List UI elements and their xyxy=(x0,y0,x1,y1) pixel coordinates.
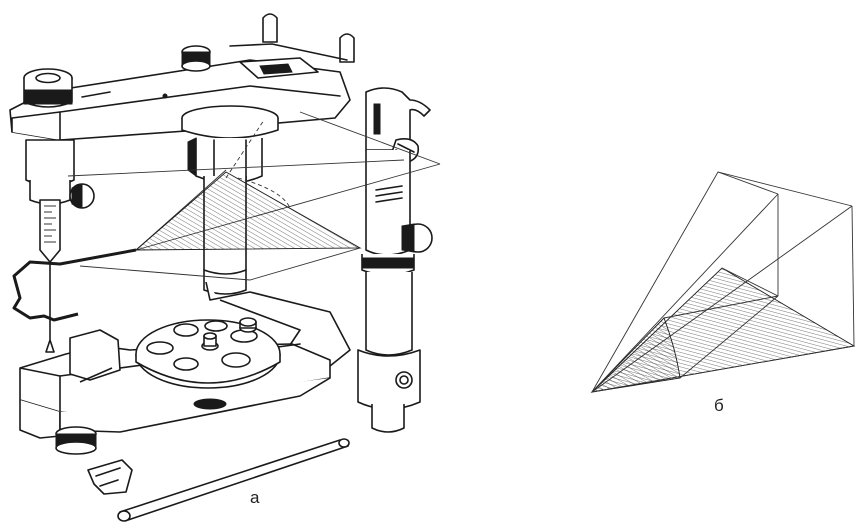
incisal-wire xyxy=(12,248,137,322)
label-b: б xyxy=(714,396,724,415)
loose-rod xyxy=(117,438,350,522)
mounting-table xyxy=(135,317,281,389)
triangle-diagram xyxy=(590,171,856,393)
label-a: а xyxy=(250,488,260,507)
loose-clip xyxy=(87,459,133,495)
top-knob xyxy=(181,45,211,72)
incisal-pin xyxy=(39,199,61,353)
articulator-drawing xyxy=(9,13,441,522)
angle-sector xyxy=(590,317,681,393)
hatched-triangle-a xyxy=(134,171,362,251)
condylar-column xyxy=(357,87,433,433)
top-pins xyxy=(229,13,355,63)
